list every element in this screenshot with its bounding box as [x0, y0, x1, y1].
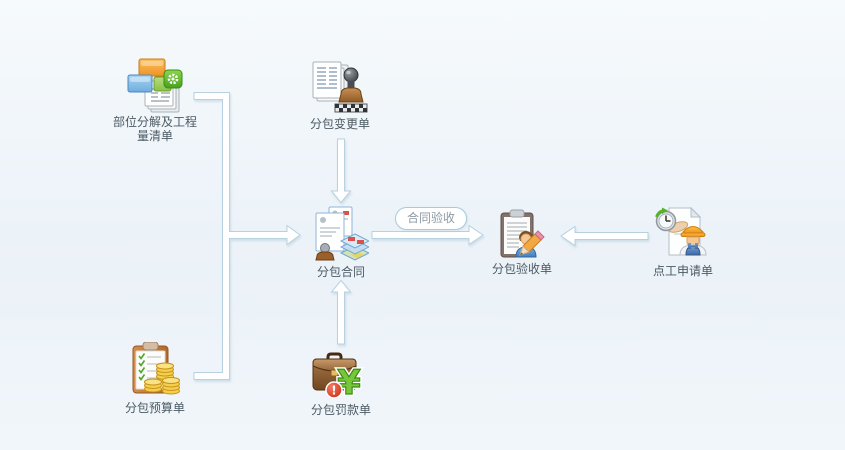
arrow-change-down-to-contract [330, 138, 352, 204]
node-label: 分包预算单 [124, 401, 185, 415]
arrow-daywork-to-acceptance [560, 225, 649, 247]
clipboard-checklist-coins-icon [125, 341, 185, 400]
node-label: 点工申请单 [652, 264, 713, 278]
node-budget[interactable]: 分包预算单 [119, 341, 191, 415]
stamp-documents-icon [311, 60, 369, 116]
node-label: 分包罚款单 [310, 403, 371, 417]
connector-bracket-left-to-contract [193, 92, 301, 380]
clipboard-person-pencil-icon [495, 209, 549, 261]
node-label: 分包合同 [316, 265, 365, 279]
node-penalty[interactable]: ¥ ¥ ! 分包罚款单 [305, 346, 377, 417]
node-label: 部位分解及工程量清单 [112, 115, 197, 143]
arrow-penalty-up-to-contract [330, 279, 352, 345]
svg-text:¥: ¥ [337, 363, 361, 402]
node-contract[interactable]: 分包合同 [305, 206, 377, 279]
node-label: 分包变更单 [309, 117, 370, 131]
arrow-contract-to-acceptance [371, 224, 484, 246]
svg-text:!: ! [331, 384, 336, 398]
contract-stamp-layers-icon [313, 206, 371, 264]
briefcase-yuan-alert-icon: ¥ ¥ ! [311, 346, 371, 405]
contract-acceptance-edge-label: 合同验收 [395, 207, 467, 230]
node-acceptance[interactable]: 分包验收单 [486, 209, 558, 276]
node-boq[interactable]: 部位分解及工程量清单 [112, 56, 198, 143]
node-daywork-request[interactable]: 点工申请单 [647, 205, 719, 278]
svg-text:¥: ¥ [337, 363, 361, 402]
node-change-order[interactable]: 分包变更单 [304, 60, 376, 131]
node-label: 分包验收单 [491, 262, 552, 276]
document-clock-worker-icon [653, 205, 713, 263]
building-blocks-gear-documents-icon [125, 56, 185, 114]
